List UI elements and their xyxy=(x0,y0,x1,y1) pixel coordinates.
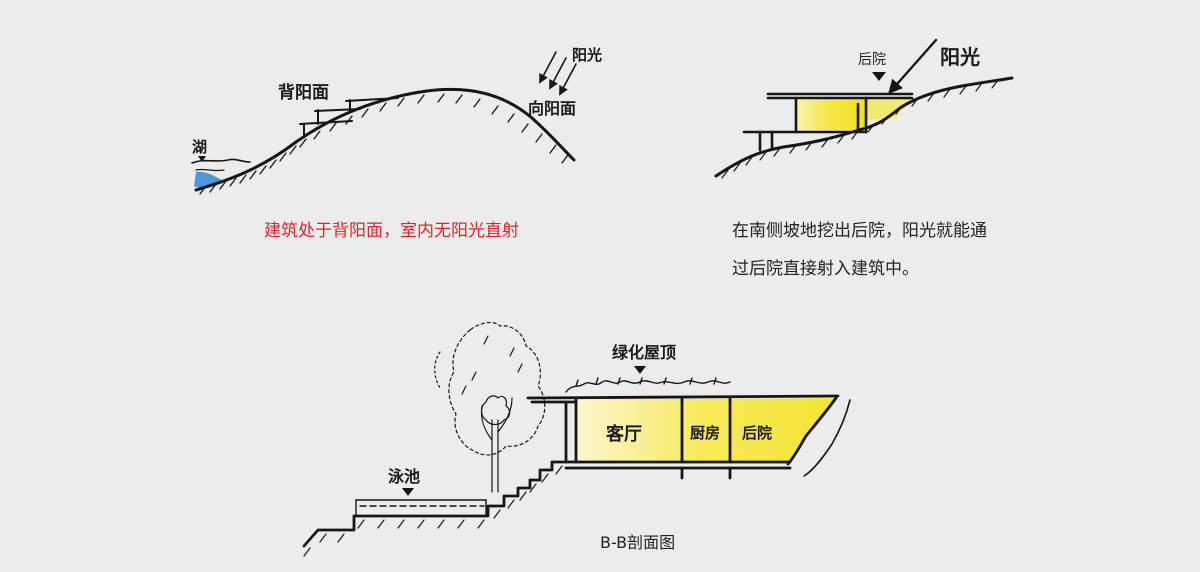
sun-arrows-left xyxy=(539,51,577,96)
caption-left: 建筑处于背阳面，室内无阳光直射 xyxy=(264,221,519,241)
pool-sketch xyxy=(355,499,487,517)
trees-sketch xyxy=(434,321,546,493)
building-north-slope xyxy=(299,97,399,137)
label-south-slope: 向阳面 xyxy=(528,99,576,118)
ground-right xyxy=(714,76,1014,178)
label-pool: 泳池 xyxy=(388,467,420,486)
ground-right-hatching xyxy=(721,79,999,179)
sketch-right: 后院 阳光 xyxy=(714,38,1014,179)
caption-right-line2: 过后院直接射入建筑中。 xyxy=(732,259,919,279)
terrain-bottom-hatching xyxy=(303,465,563,557)
section-title: B-B剖面图 xyxy=(600,533,676,552)
sunlit-rooms-bottom xyxy=(576,398,836,462)
hill-hatching xyxy=(199,93,569,195)
label-backyard-right: 后院 xyxy=(858,52,886,68)
sunlit-room-right xyxy=(796,97,866,130)
lake-marker xyxy=(198,156,206,162)
label-north-slope: 背阳面 xyxy=(278,82,329,103)
label-kitchen: 厨房 xyxy=(690,424,720,442)
pool-marker xyxy=(402,488,414,496)
label-lake: 湖 xyxy=(192,138,207,156)
green-roof-sketch xyxy=(565,377,731,393)
label-backyard-bottom: 后院 xyxy=(742,424,772,442)
label-green-roof: 绿化屋顶 xyxy=(612,343,676,362)
green-roof-marker xyxy=(634,366,646,374)
building-section-right xyxy=(742,92,914,152)
caption-right-line1: 在南侧坡地挖出后院，阳光就能通 xyxy=(732,221,987,241)
label-sun-right: 阳光 xyxy=(940,45,980,69)
building-section-bottom xyxy=(526,394,840,480)
sketch-left: 背阳面 阳光 向阳面 湖 xyxy=(191,46,602,195)
sketch-bottom: 绿化屋顶 泳池 客厅 厨房 后院 xyxy=(302,321,851,557)
label-living-room: 客厅 xyxy=(606,423,642,445)
hill-profile xyxy=(194,87,576,192)
terrain-bottom-left xyxy=(302,460,568,548)
backyard-marker xyxy=(872,72,886,81)
label-sun-left: 阳光 xyxy=(572,46,602,64)
terrain-bottom-right xyxy=(803,399,851,477)
sun-arrow-right xyxy=(888,38,938,95)
